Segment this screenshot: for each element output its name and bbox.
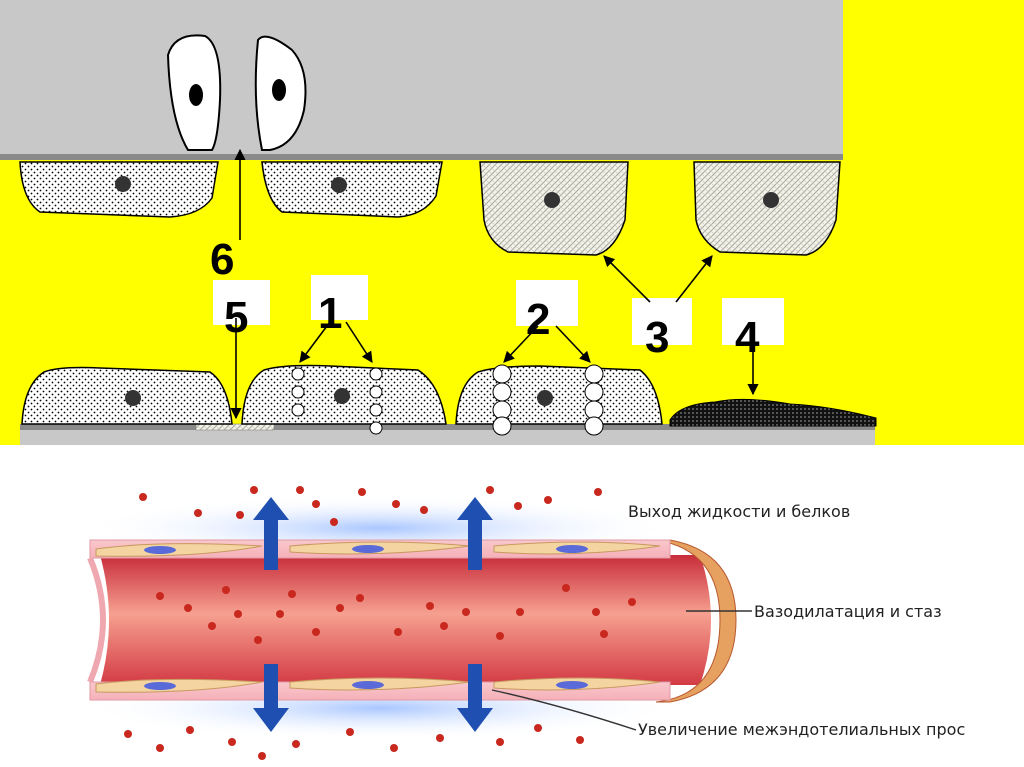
- basement-membrane-bottom: [20, 424, 875, 430]
- tissue-layer-bottom: [20, 430, 875, 445]
- transendothelial-channels: [492, 364, 604, 436]
- cell-nucleus: [331, 177, 347, 193]
- cell-nucleus: [763, 192, 779, 208]
- membrane-gap: [195, 423, 275, 431]
- pinocytic-vesicles: [291, 367, 383, 435]
- cell-nucleus: [125, 390, 141, 406]
- vessel-end-wall: [655, 539, 737, 703]
- cell-nucleus: [537, 390, 553, 406]
- caption-interendothelial-gaps: Увеличение межэндотелиальных прос: [638, 720, 965, 739]
- caption-vasodilation: Вазодилатация и стаз: [754, 602, 942, 621]
- vessel-lumen: [100, 555, 711, 685]
- vessel-opening-rim: [87, 556, 106, 684]
- tissue-layer: [0, 0, 843, 158]
- fluid-outflow-arrows: [253, 497, 493, 732]
- blood-cells: [124, 486, 636, 760]
- endothelial-cells-bottom: [95, 677, 661, 693]
- label-box: [632, 298, 692, 345]
- label-6: 6: [210, 235, 234, 284]
- pointer-arrows: [230, 148, 759, 420]
- label-box: [516, 280, 578, 326]
- label-4: 4: [735, 313, 760, 362]
- damaged-endothelial-cell: [693, 161, 841, 256]
- leukocyte-nucleus: [189, 84, 203, 106]
- cell-nucleus: [334, 388, 350, 404]
- vessel-diagram: Выход жидкости и белков Вазодилатация и …: [80, 486, 965, 760]
- damaged-endothelial-cell: [479, 161, 629, 256]
- endothelial-cells-top: [95, 541, 661, 557]
- cell-nucleus: [544, 192, 560, 208]
- necrotic-debris: [669, 398, 877, 427]
- cell-nucleus: [115, 176, 131, 192]
- basement-membrane-top: [0, 154, 843, 160]
- leukocyte-nucleus: [272, 79, 286, 101]
- label-box: [722, 298, 784, 345]
- endothelium-diagram: 6 5 1 2 3 4: [0, 0, 1024, 445]
- label-box: [213, 280, 270, 325]
- label-3: 3: [645, 313, 669, 362]
- caption-fluid-outflow: Выход жидкости и белков: [628, 502, 850, 521]
- label-box: [311, 275, 368, 320]
- endothelial-cell: [261, 161, 443, 218]
- label-1: 1: [318, 289, 342, 338]
- label-2: 2: [526, 295, 550, 344]
- pointer-line: [491, 689, 637, 731]
- endothelial-cell: [455, 365, 663, 425]
